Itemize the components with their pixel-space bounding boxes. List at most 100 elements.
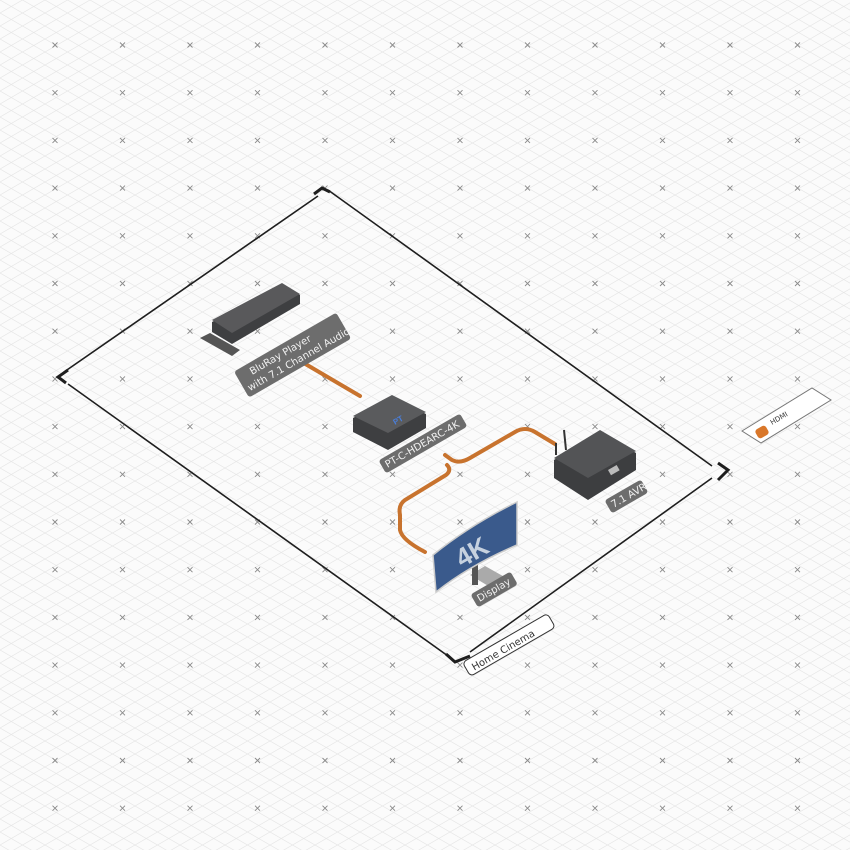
grid-marker — [52, 423, 58, 430]
grid-marker — [119, 566, 126, 573]
grid-marker — [524, 471, 531, 478]
grid-marker — [659, 805, 666, 812]
grid-marker — [524, 185, 531, 191]
grid-marker — [52, 232, 58, 239]
grid-marker — [119, 89, 126, 96]
grid-marker — [457, 805, 463, 812]
grid-marker — [457, 376, 463, 382]
grid-marker — [457, 328, 463, 335]
grid-marker — [592, 42, 598, 48]
grid-marker — [794, 42, 801, 48]
av-receiver[interactable] — [554, 429, 636, 500]
grid-marker — [52, 280, 58, 287]
grid-marker — [119, 471, 126, 478]
grid-marker — [457, 519, 463, 525]
grid-marker — [727, 280, 733, 287]
grid-marker — [457, 185, 463, 191]
grid-marker — [187, 614, 193, 621]
grid-marker — [457, 757, 463, 764]
grid-marker — [187, 662, 193, 668]
grid-marker — [187, 423, 193, 430]
grid-marker — [119, 185, 126, 191]
grid-marker — [322, 709, 328, 716]
grid-marker — [322, 89, 328, 96]
grid-marker — [119, 614, 126, 621]
grid-marker — [794, 519, 801, 525]
grid-marker — [794, 376, 801, 382]
grid-marker — [794, 328, 801, 335]
grid-marker — [52, 614, 58, 621]
grid-marker — [119, 376, 126, 382]
grid-marker — [457, 614, 463, 621]
grid-marker — [322, 805, 328, 812]
grid-marker — [52, 137, 58, 144]
grid-marker — [659, 376, 666, 382]
grid-marker — [322, 280, 328, 287]
grid-marker — [389, 566, 396, 573]
grid-marker — [254, 566, 261, 573]
grid-marker — [794, 137, 801, 144]
grid-marker — [727, 232, 733, 239]
grid-marker — [524, 614, 531, 621]
grid-marker — [524, 662, 531, 668]
grid-marker — [727, 185, 733, 191]
grid-marker — [659, 519, 666, 525]
grid-marker — [389, 471, 396, 478]
grid-marker — [389, 519, 396, 525]
grid-marker — [727, 376, 733, 382]
grid-marker — [52, 662, 58, 668]
grid-marker — [187, 709, 193, 716]
grid-marker — [322, 566, 328, 573]
grid-marker — [119, 232, 126, 239]
legend-hdmi-swatch — [755, 425, 769, 439]
grid-marker — [592, 614, 598, 621]
cable-extractor-display — [397, 463, 452, 554]
grid-marker — [457, 232, 463, 239]
grid-marker — [254, 709, 261, 716]
grid-marker — [457, 137, 463, 144]
grid-marker — [119, 805, 126, 812]
grid-marker — [119, 137, 126, 144]
grid-marker — [727, 614, 733, 621]
grid-marker — [794, 280, 801, 287]
grid-marker — [727, 42, 733, 48]
grid-marker — [592, 185, 598, 191]
grid-marker — [254, 185, 261, 191]
grid-marker — [322, 423, 328, 430]
grid-marker — [119, 42, 126, 48]
grid-marker — [254, 42, 261, 48]
grid-marker — [659, 614, 666, 621]
hdmi-extractor[interactable]: PT — [353, 395, 426, 450]
zone-boundary[interactable] — [55, 186, 731, 664]
grid-marker — [592, 757, 598, 764]
grid-marker — [727, 709, 733, 716]
extractor-brand: PT — [392, 414, 405, 427]
grid-marker — [727, 328, 733, 335]
grid-marker — [794, 805, 801, 812]
legend: HDMI — [741, 387, 832, 444]
grid-marker — [187, 89, 193, 96]
cable-extractor-avr — [443, 427, 557, 464]
grid-marker — [254, 662, 261, 668]
grid-marker — [187, 328, 193, 335]
grid-marker — [592, 328, 598, 335]
grid-marker — [727, 471, 733, 478]
grid-marker — [794, 566, 801, 573]
grid-marker — [794, 757, 801, 764]
bluray-player[interactable] — [200, 283, 300, 356]
grid-marker — [457, 89, 463, 96]
hdmi-cables[interactable] — [300, 360, 557, 554]
grid-marker — [727, 662, 733, 668]
grid-marker — [254, 137, 261, 144]
grid-marker — [524, 566, 531, 573]
grid-marker — [389, 137, 396, 144]
grid-marker — [322, 519, 328, 525]
grid-marker — [52, 519, 58, 525]
grid-marker — [794, 709, 801, 716]
grid-marker — [659, 566, 666, 573]
grid-marker — [659, 89, 666, 96]
grid-marker — [592, 566, 598, 573]
grid-marker — [389, 280, 396, 287]
grid-marker — [322, 471, 328, 478]
